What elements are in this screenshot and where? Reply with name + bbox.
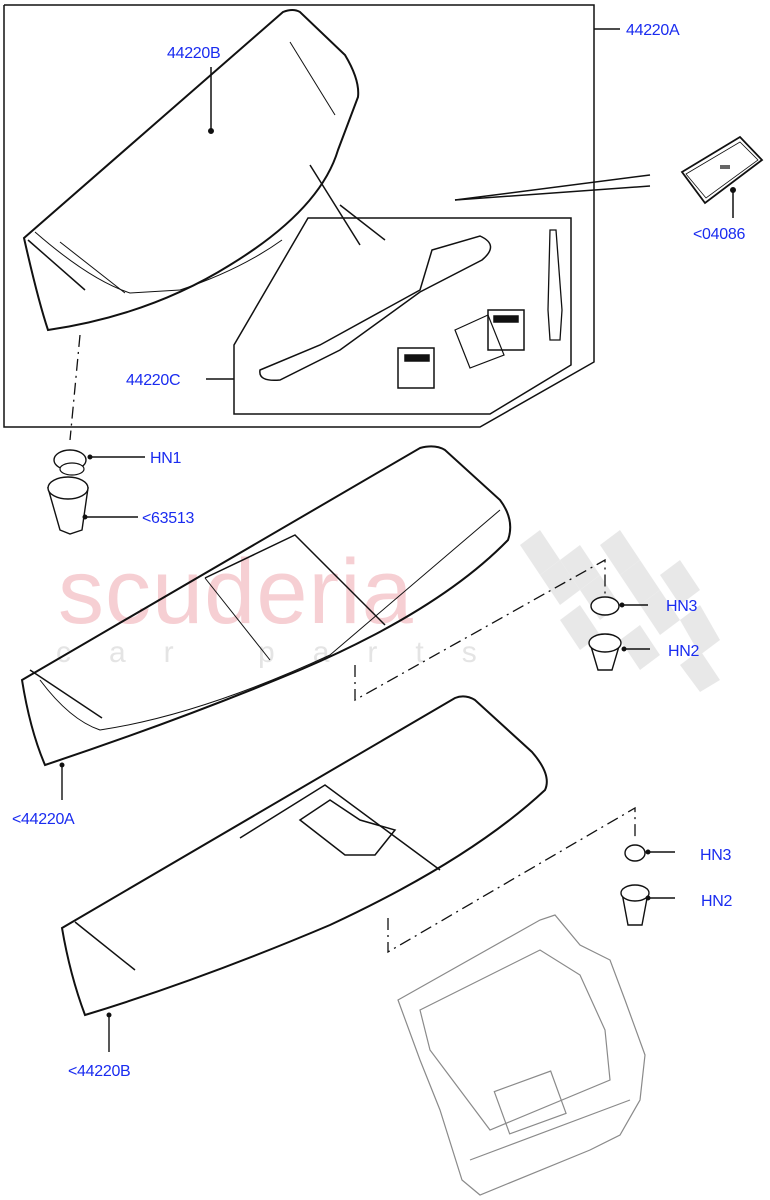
callout-hn2-lower[interactable]: HN2 (701, 893, 733, 910)
grommet-lower (620, 884, 675, 926)
callout-hn2-mid[interactable]: HN2 (668, 643, 700, 660)
tailgate (397, 914, 646, 1196)
grommet-left (47, 476, 138, 535)
washer-nut-lower (624, 844, 675, 862)
callout-44220a[interactable]: 44220A (626, 22, 680, 39)
repair-kit-box (206, 217, 572, 415)
spoiler-kit-box (3, 4, 620, 428)
spoiler-lower (60, 695, 548, 1052)
spoiler-top (22, 9, 386, 332)
callout-hn3-mid[interactable]: HN3 (666, 598, 698, 615)
callout-44220a-lower[interactable]: <44220A (12, 811, 75, 828)
washer-nut-mid (590, 596, 648, 616)
callout-44220b-lower[interactable]: <44220B (68, 1063, 131, 1080)
grommet-mid (588, 633, 650, 671)
spoiler-middle (20, 445, 512, 800)
callout-hn3-lower[interactable]: HN3 (700, 847, 732, 864)
washer-nut-left (53, 449, 145, 476)
camera-cover (680, 135, 764, 218)
callout-04086[interactable]: <04086 (693, 226, 746, 243)
callout-44220c[interactable]: 44220C (126, 372, 181, 389)
callout-44220b[interactable]: 44220B (167, 45, 221, 62)
callout-hn1[interactable]: HN1 (150, 450, 182, 467)
callout-63513[interactable]: <63513 (142, 510, 195, 527)
